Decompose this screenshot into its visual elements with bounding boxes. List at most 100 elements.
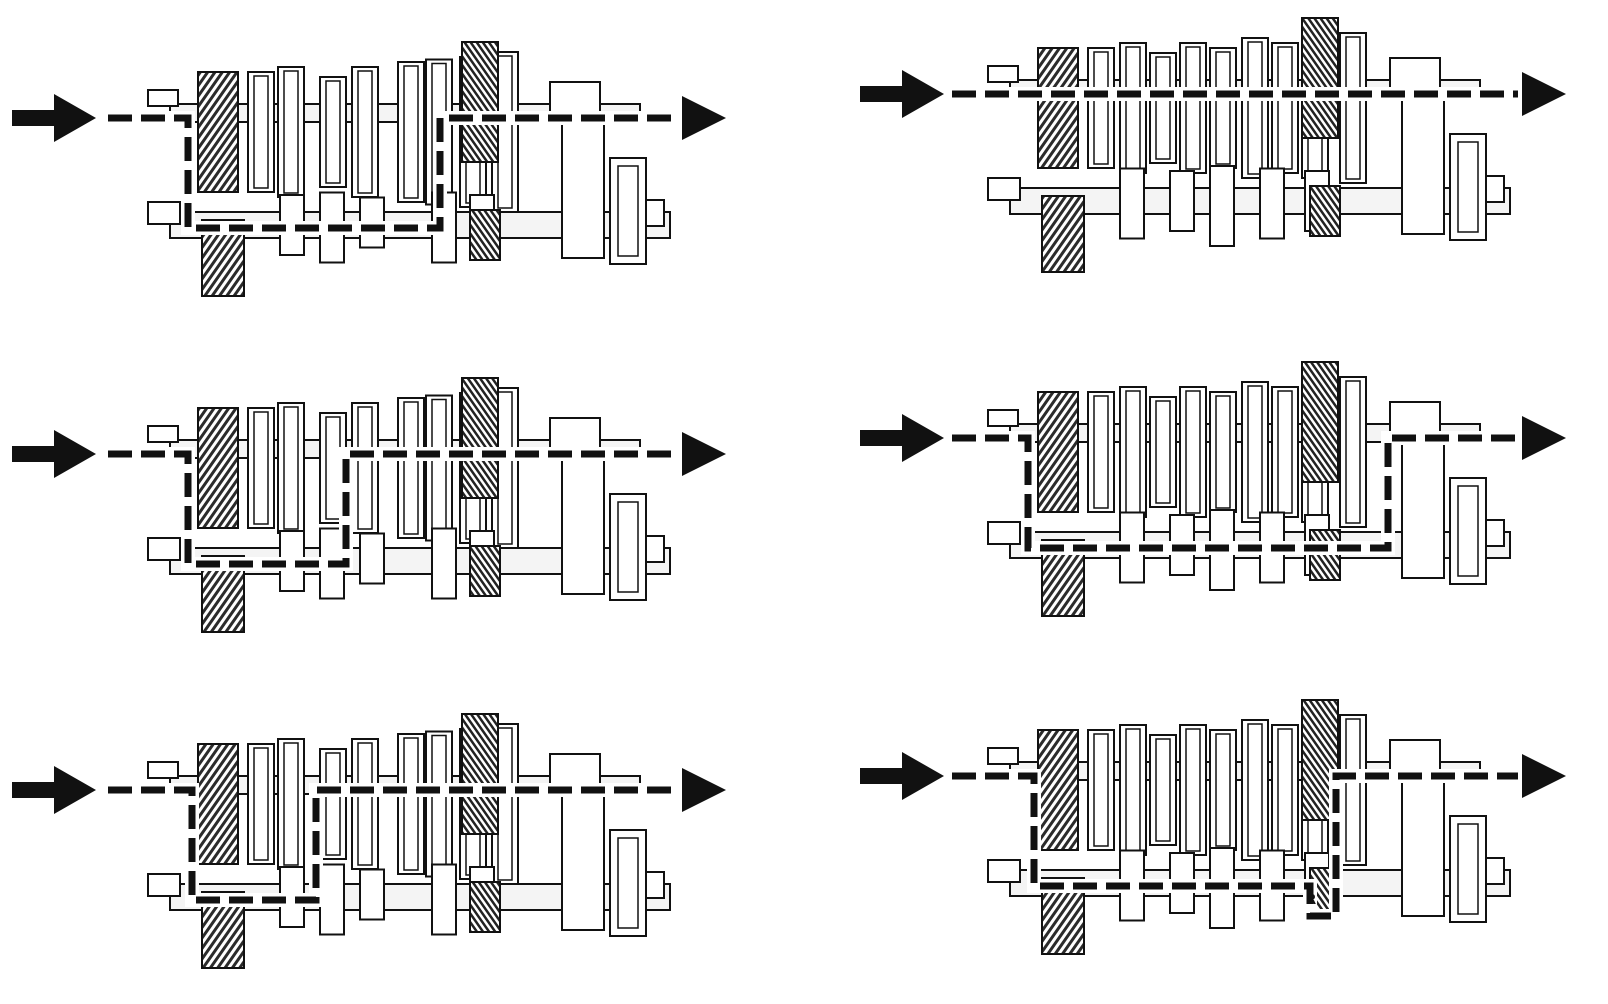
input-gear — [197, 71, 239, 193]
gear-face — [325, 416, 341, 520]
gear-face — [283, 742, 299, 866]
gear-face — [1125, 46, 1141, 170]
input-stub — [147, 89, 179, 107]
input-gear — [197, 407, 239, 529]
input-gear — [1037, 729, 1079, 851]
layshaft-stub — [147, 873, 181, 897]
helical-lay-gear — [469, 545, 501, 597]
layshaft-stub — [987, 177, 1021, 201]
input-arrow-icon — [12, 430, 96, 478]
helical-gear — [1301, 17, 1339, 139]
gear-face — [1155, 738, 1171, 842]
helical-gear — [461, 41, 499, 163]
output-shaft-housing — [561, 791, 605, 931]
output-arrow-icon — [682, 432, 726, 476]
power-flow-path — [952, 434, 1518, 552]
input-gear — [197, 743, 239, 865]
output-shaft-housing — [561, 455, 605, 595]
layshaft-gear — [431, 527, 457, 600]
gear-face — [431, 398, 447, 538]
output-shaft-housing — [1401, 95, 1445, 235]
output-shaft-housing — [1401, 777, 1445, 917]
gear-face — [403, 737, 419, 871]
gear-face — [1155, 400, 1171, 504]
layshaft-gear — [1259, 167, 1285, 240]
layshaft-gear — [319, 863, 345, 936]
input-stub — [987, 65, 1019, 83]
input-arrow-icon — [860, 70, 944, 118]
gear-face — [403, 401, 419, 535]
gear-face — [431, 734, 447, 874]
output-shaft-housing — [1401, 439, 1445, 579]
gear-face — [253, 75, 269, 189]
output-flange-inner — [1457, 823, 1479, 915]
gear-face — [497, 55, 513, 209]
gear-face — [497, 727, 513, 881]
input-stub — [987, 747, 1019, 765]
gear-face — [1277, 46, 1293, 170]
layshaft-stub — [147, 537, 181, 561]
output-flange-inner — [617, 837, 639, 929]
helical-gear — [1301, 361, 1339, 483]
gear-face — [253, 411, 269, 525]
output-stub — [1485, 519, 1505, 547]
gear-face — [253, 747, 269, 861]
gear-face — [1277, 728, 1293, 852]
gearbox-panel-p3 — [12, 377, 726, 633]
output-arrow-icon — [682, 768, 726, 812]
output-flange-inner — [1457, 141, 1479, 233]
helical-gear — [461, 377, 499, 499]
input-arrow-icon — [860, 752, 944, 800]
output-flange-inner — [617, 165, 639, 257]
power-flow-path — [108, 114, 678, 232]
output-flange-inner — [1457, 485, 1479, 577]
helical-lay-gear — [469, 881, 501, 933]
output-arrow-icon — [1522, 72, 1566, 116]
gear-face — [1185, 728, 1201, 852]
helical-lay-gear — [1309, 185, 1341, 237]
output-stub — [1485, 857, 1505, 885]
gearbox-panel-p5 — [12, 713, 726, 969]
power-flow-path — [108, 450, 678, 568]
input-arrow-icon — [12, 94, 96, 142]
layshaft-gear — [359, 868, 385, 921]
helical-lay-gear — [469, 209, 501, 261]
gear-face — [1215, 733, 1231, 847]
gear-face — [357, 742, 373, 866]
output-stub — [645, 535, 665, 563]
gear-face — [1247, 41, 1263, 175]
input-stub — [147, 761, 179, 779]
layshaft-gear — [1119, 167, 1145, 240]
output-arrow-icon — [682, 96, 726, 140]
gear-face — [1093, 395, 1109, 509]
layshaft-stub — [987, 859, 1021, 883]
input-arrow-icon — [12, 766, 96, 814]
gear-face — [1093, 51, 1109, 165]
gear-face — [1155, 56, 1171, 160]
layshaft-stub — [147, 201, 181, 225]
gearbox-panel-p2 — [860, 17, 1566, 273]
layshaft-gear — [1169, 170, 1195, 232]
input-gear — [1037, 391, 1079, 513]
input-stub — [147, 425, 179, 443]
layshaft-stub — [987, 521, 1021, 545]
layshaft-drive-gear — [1041, 195, 1085, 273]
gear-face — [1185, 46, 1201, 170]
gear-face — [357, 70, 373, 194]
output-shaft-housing — [561, 119, 605, 259]
output-flange-inner — [617, 501, 639, 593]
power-flow-path — [952, 772, 1518, 920]
power-flow-path — [108, 786, 678, 904]
input-stub — [987, 409, 1019, 427]
gear-face — [1345, 36, 1361, 180]
gear-face — [357, 406, 373, 530]
gear-face — [1125, 728, 1141, 852]
gear-face — [1093, 733, 1109, 847]
layshaft-gear — [359, 532, 385, 585]
gear-face — [325, 752, 341, 856]
gear-face — [1185, 390, 1201, 514]
gear-face — [283, 70, 299, 194]
gearbox-panel-p4 — [860, 361, 1566, 617]
reverse-label: R — [1308, 893, 1316, 908]
